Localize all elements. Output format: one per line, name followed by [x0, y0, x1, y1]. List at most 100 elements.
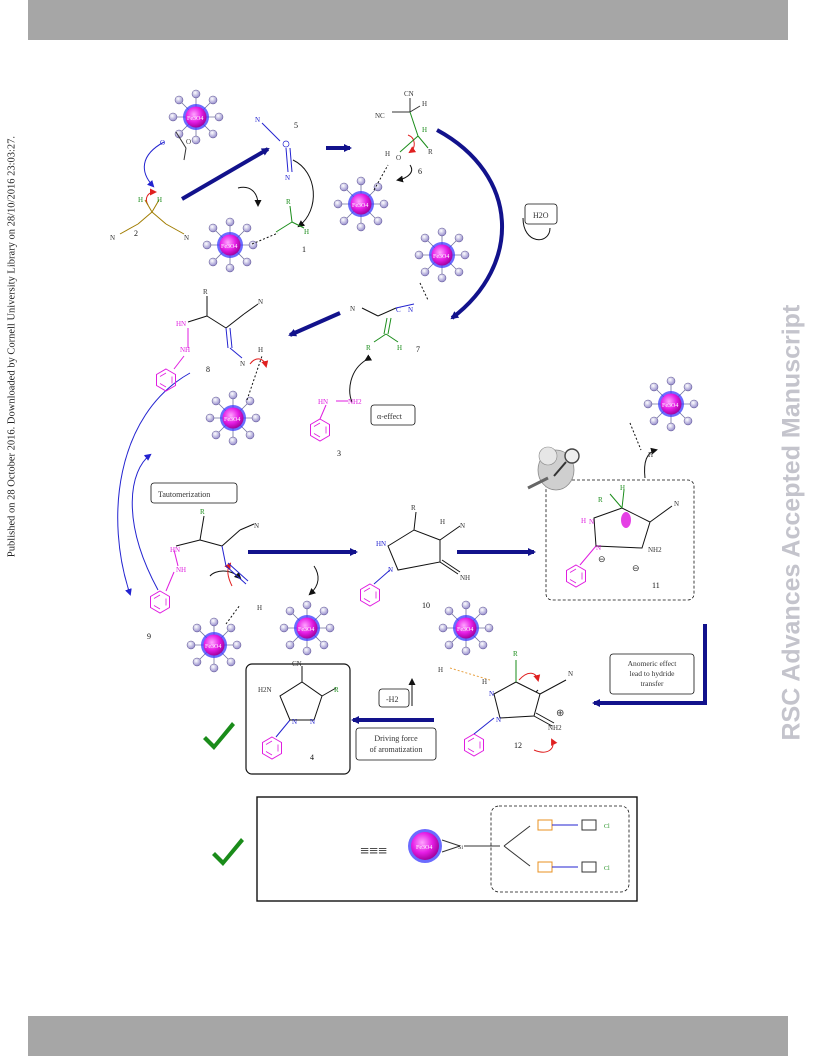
atom-label: HN: [318, 398, 328, 406]
catalyst-particle: Fe3O4: [186, 617, 242, 673]
atom-label: Cl: [604, 824, 610, 830]
atom-label: N: [568, 670, 573, 678]
water-label: H2O: [533, 211, 549, 220]
atom-label: O: [186, 138, 191, 146]
atom-label: NH2: [648, 546, 662, 554]
atom-label: CN: [292, 660, 302, 668]
compound-number: 11: [652, 581, 660, 590]
atom-label: N: [285, 174, 290, 182]
atom-label: R: [513, 650, 518, 658]
atom-label: N: [110, 234, 115, 242]
atom-label: N: [596, 544, 601, 552]
atom-label: N: [292, 718, 297, 726]
atom-label: NH2: [348, 398, 362, 406]
main-arrows: [180, 128, 707, 724]
atom-label: N: [258, 298, 263, 306]
atom-label: H: [581, 517, 586, 525]
atom-label: NH2: [548, 724, 562, 732]
atom-label: H: [257, 604, 262, 612]
compound-5: N N 5: [255, 116, 298, 182]
check-icon: [212, 838, 244, 866]
atom-label: H: [422, 126, 427, 134]
compound-number: 2: [134, 229, 138, 238]
alpha-effect-label: α-effect: [377, 412, 403, 421]
thin-arrows: [117, 141, 658, 596]
catalyst-particle: Fe3O4: [168, 89, 224, 145]
catalyst-label: Fe3O4: [187, 116, 203, 122]
alpha-effect-box: α-effect: [370, 404, 416, 426]
atom-label: R: [411, 504, 416, 512]
catalyst-particle: Fe3O4: [414, 227, 470, 283]
atom-label: C: [396, 306, 401, 314]
product-4-box: [245, 663, 351, 775]
atom-label: SO3H: [418, 824, 434, 830]
atom-label: H: [438, 666, 443, 674]
compound-1: R H 1: [275, 198, 309, 254]
atom-label: N: [408, 306, 413, 314]
atom-label: N: [496, 716, 501, 724]
compound-number: 8: [206, 365, 210, 374]
compound-number: 9: [147, 632, 151, 641]
product-4: CN R H2N N N 4: [258, 660, 339, 762]
compound-7: N C N R H 7: [350, 303, 420, 354]
tautomerization-label: Tautomerization: [158, 490, 210, 499]
atom-label: NH: [460, 574, 470, 582]
atom-label: NH: [176, 566, 186, 574]
catalyst-label: Fe3O4: [221, 244, 237, 250]
atom-label: R: [334, 686, 339, 694]
atom-label: H: [482, 678, 487, 686]
atom-label: ⊖: [598, 554, 606, 564]
atom-label: Cl: [604, 866, 610, 872]
atom-label: HN: [376, 540, 386, 548]
catalyst-label: Fe3O4: [298, 627, 314, 633]
atom-label: H2N: [258, 686, 272, 694]
catalyst-label: Fe3O4: [416, 845, 432, 851]
catalyst-particle: Fe3O4: [643, 376, 699, 432]
catalyst-label: Fe3O4: [205, 644, 221, 650]
atom-label: H: [422, 100, 427, 108]
catalyst-label: Fe3O4: [352, 203, 368, 209]
compound-3: HN NH2 3: [310, 398, 362, 458]
compound-11: R H N H N N NH2 ⊖ ⊖ 11: [566, 484, 679, 590]
catalyst-particle: Fe3O4: [202, 217, 258, 273]
atom-label: H: [258, 346, 263, 354]
catalyst-particle: Fe3O4: [438, 600, 494, 656]
catalyst-carbonyl: O O: [160, 131, 191, 161]
atom-label: R: [200, 508, 205, 516]
atom-label: N: [184, 234, 189, 242]
catalyst-particle: Fe3O4: [333, 176, 389, 232]
catalyst-particle: Fe3O4: [279, 600, 335, 656]
atom-label: N: [674, 500, 679, 508]
atom-label: NC: [375, 112, 385, 120]
atom-label: R: [598, 496, 603, 504]
footer-bar: [28, 1016, 788, 1056]
atom-label: R: [366, 344, 371, 352]
atom-label: H: [397, 344, 402, 352]
tautomerization-box: Tautomerization: [150, 482, 238, 504]
compound-10: R N H HN N NH 10: [360, 504, 470, 610]
compound-number: 1: [302, 245, 306, 254]
electron-arrows: [145, 134, 652, 753]
atom-label: R: [286, 198, 291, 206]
header-bar: [28, 0, 788, 40]
compound-number: 5: [294, 121, 298, 130]
atom-label: N: [350, 305, 355, 313]
compound-number: 12: [514, 741, 522, 750]
atom-label: N: [255, 116, 260, 124]
catalyst-label: Fe3O4: [224, 417, 240, 423]
compound-12: R N N N H NH2 ⊕ H 12: [438, 650, 573, 757]
compound-number: 7: [416, 345, 420, 354]
atom-label: O: [160, 139, 165, 147]
atom-label: R: [428, 148, 433, 156]
atom-label: ⊕: [556, 708, 564, 719]
h2-box: -H2: [378, 678, 416, 708]
atom-label: N: [240, 360, 245, 368]
compound-number: 4: [310, 753, 314, 762]
atom-label: N: [489, 690, 494, 698]
atom-label: NH: [180, 346, 190, 354]
